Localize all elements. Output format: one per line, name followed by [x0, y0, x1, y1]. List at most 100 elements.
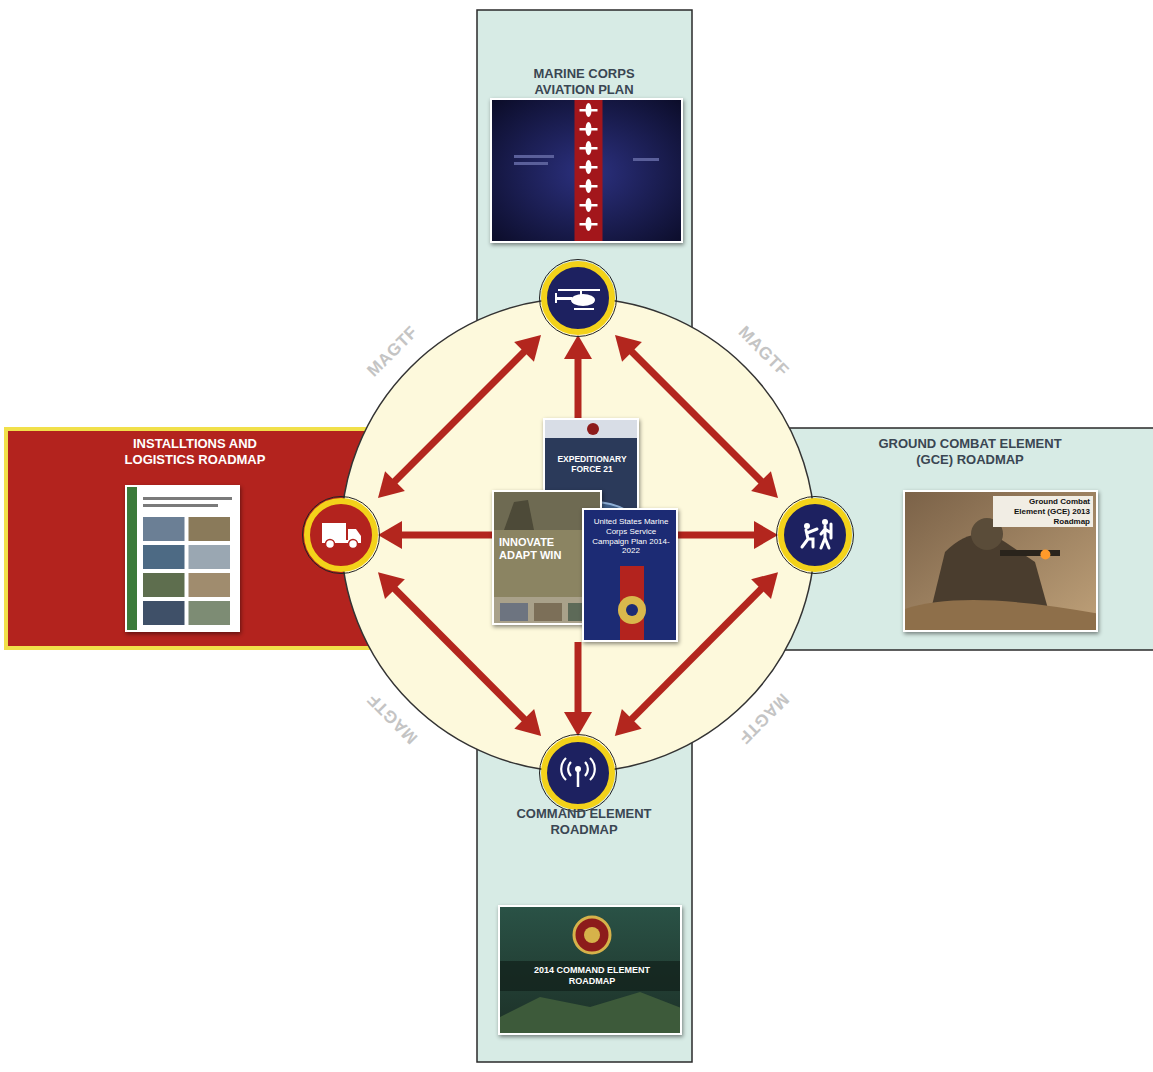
gce-roadmap-cover: Ground Combat Element (GCE) 2013 Roadmap [903, 490, 1098, 632]
drawing-part [143, 545, 185, 569]
drawing-part [534, 603, 562, 621]
drawing-part [143, 601, 185, 625]
logistics-band: INSTALLTIONS AND LOGISTICS ROADMAP [5, 428, 378, 648]
drawing-part [580, 185, 598, 188]
cover-title: EXPEDITIONARY FORCE 21 [548, 454, 636, 475]
ground-icon [777, 497, 854, 574]
logistics-roadmap-cover [125, 485, 240, 632]
drawing-part [580, 109, 598, 112]
cover-title: Ground Combat Element (GCE) 2013 Roadmap [993, 496, 1093, 527]
drawing-part [580, 147, 598, 150]
tail-boom [556, 297, 572, 300]
vertical-band [477, 10, 692, 1062]
icon-outline [540, 735, 617, 812]
drawing-part [143, 573, 185, 597]
arrow-shaft [575, 356, 582, 418]
drawing-part [189, 545, 231, 569]
antenna-pole [577, 771, 580, 787]
arrow-shaft [678, 532, 757, 539]
arrow-head [751, 471, 778, 498]
arrow-head [514, 709, 541, 736]
band-heading: COMMAND ELEMENT ROADMAP [499, 806, 669, 838]
cover-title: INNOVATE ADAPT WIN [499, 536, 577, 563]
command-element-band: 2014 COMMAND ELEMENT ROADMAP COMMAND ELEM… [477, 736, 692, 1062]
rotor [558, 289, 600, 291]
arrow-shaft [630, 350, 763, 483]
core-documents-stack: EXPEDITIONARY FORCE 21 INNOVATE ADAPT WIN… [492, 418, 678, 642]
aviation-plan-cover [490, 98, 683, 243]
label-holder: MAGTF [363, 688, 422, 747]
magtf-label: MAGTF [733, 322, 792, 381]
drawing-part [514, 155, 554, 158]
icon-disc [544, 264, 612, 332]
icon-disc [781, 501, 849, 569]
drawing-part [580, 223, 598, 226]
arrow-connector [678, 521, 778, 549]
kneeling-soldier [802, 529, 817, 547]
label-holder: MAGTF [363, 322, 422, 381]
cover-title: United States Marine Corps Service Campa… [589, 517, 673, 556]
drawing-part [587, 423, 599, 435]
wheel [349, 540, 358, 549]
arrow-connector [378, 521, 492, 549]
band-heading: INSTALLTIONS AND LOGISTICS ROADMAP [110, 436, 280, 468]
icon-outline [540, 260, 617, 337]
drawing-part [514, 162, 548, 165]
text-holder: EXPEDITIONARY FORCE 21 [548, 454, 636, 475]
aviation-icon [540, 260, 617, 337]
signal-waves [561, 758, 595, 780]
drawing-part [492, 100, 683, 243]
text-holder: United States Marine Corps Service Campa… [589, 517, 673, 556]
drawing-part [580, 166, 598, 169]
drawing-part [905, 492, 1098, 632]
drawing-part [545, 420, 639, 438]
arrow-head [564, 712, 592, 736]
arrow-head [754, 521, 778, 549]
ce-roadmap-cover: 2014 COMMAND ELEMENT ROADMAP [498, 905, 682, 1035]
magtf-label: MAGTF [733, 688, 792, 747]
drawing-part [189, 573, 231, 597]
arrow-head [751, 572, 778, 599]
text-holder: INNOVATE ADAPT WIN [499, 536, 577, 563]
magtf-label: MAGTF [363, 322, 422, 381]
cover-illustration [492, 100, 683, 243]
command-icon [540, 735, 617, 812]
drawing-part [905, 600, 1098, 632]
arrow-shaft [393, 350, 526, 483]
icon-disc [544, 739, 612, 807]
drawing-part [504, 500, 534, 530]
icon-outline [303, 497, 380, 574]
logistics-icon [303, 497, 380, 574]
standing-soldier [821, 524, 831, 548]
skid [574, 308, 594, 310]
drawing-part [143, 497, 232, 500]
arrow-shaft [575, 642, 582, 715]
arrow-shaft [399, 532, 492, 539]
band-heading: GROUND COMBAT ELEMENT (GCE) ROADMAP [870, 436, 1070, 468]
arrow-head [615, 709, 642, 736]
arrow-head [378, 572, 405, 599]
soldier-head [804, 523, 810, 529]
text-holder: MARINE CORPS AVIATION PLAN [509, 66, 659, 98]
magtf-circle [341, 298, 815, 772]
label-holder: MAGTF [733, 688, 792, 747]
arrow-connector [564, 642, 592, 736]
drawing-part [633, 158, 659, 161]
drawing-part [500, 992, 682, 1035]
arrow-head [514, 335, 541, 362]
drawing-part [189, 601, 231, 625]
drawing-part [584, 510, 678, 642]
text-holder: 2014 COMMAND ELEMENT ROADMAP [510, 965, 674, 987]
arrow-head [378, 521, 402, 549]
text-holder: Ground Combat Element (GCE) 2013 Roadmap [993, 496, 1093, 527]
drawing-part [189, 517, 231, 541]
icon-outline [777, 497, 854, 574]
arrow-head [378, 471, 405, 498]
tail-rotor [555, 293, 557, 303]
drawing-part [127, 487, 137, 632]
soldier-head [822, 519, 828, 525]
text-holder: GROUND COMBAT ELEMENT (GCE) ROADMAP [870, 436, 1070, 468]
drawing-part [1000, 550, 1060, 556]
drawing-part [580, 128, 598, 131]
